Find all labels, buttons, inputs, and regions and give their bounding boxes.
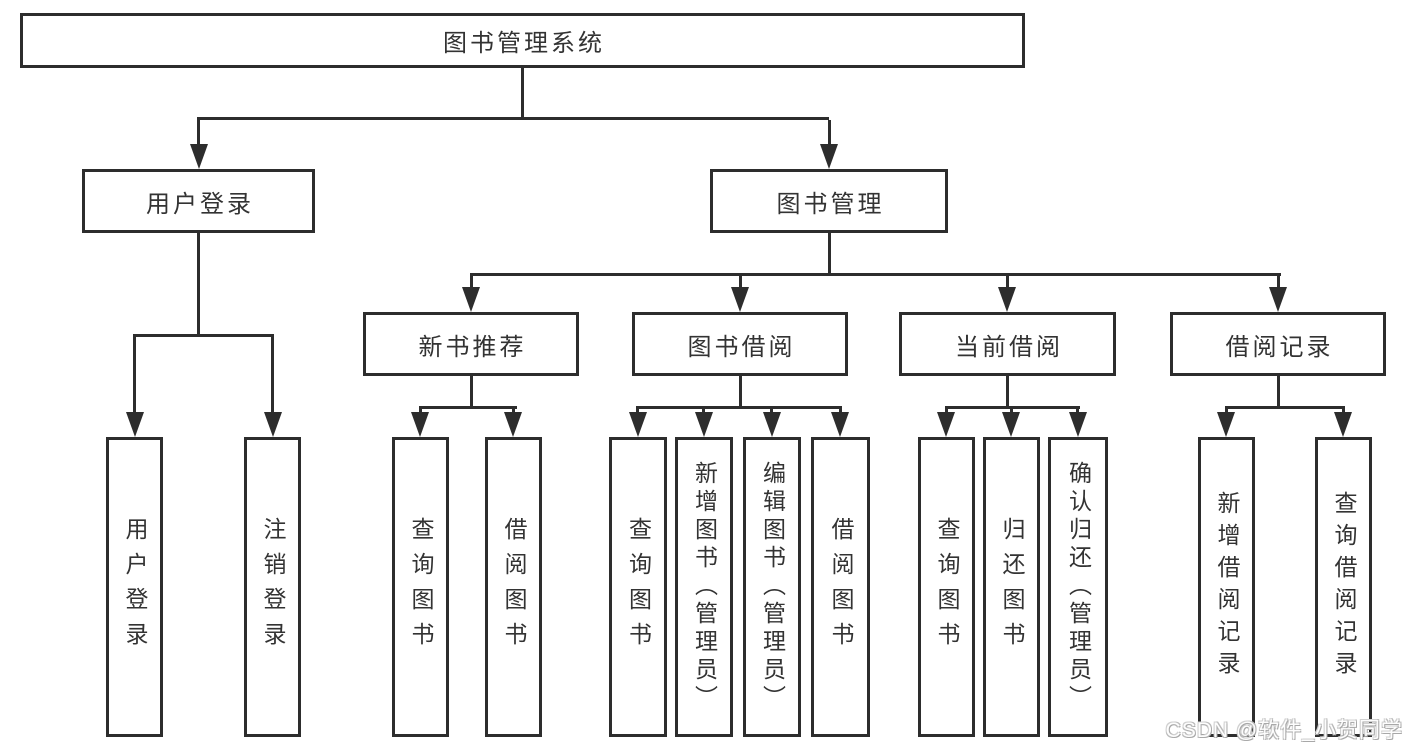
connector-line: [1006, 276, 1009, 290]
arrow-down-icon: [462, 287, 480, 312]
connector-line: [1277, 276, 1280, 290]
csdn-watermark: CSDN @软件_小贺同学: [1165, 719, 1403, 742]
leaf-label: 归还图书: [999, 517, 1025, 657]
connector-line: [521, 68, 524, 120]
connector-line: [636, 406, 842, 409]
arrow-down-icon: [998, 287, 1016, 312]
arrow-down-icon: [820, 144, 838, 169]
connector-line: [470, 276, 473, 290]
connector-line: [1277, 376, 1280, 409]
leaf-label: 借阅图书: [828, 517, 854, 657]
leaf-return-book: 归还图书: [983, 437, 1040, 737]
arrow-down-icon: [1002, 412, 1020, 437]
arrow-down-icon: [190, 144, 208, 169]
arrow-down-icon: [1217, 412, 1235, 437]
node-new-book-recommend: 新书推荐: [363, 312, 579, 376]
node-label: 借阅记录: [1225, 333, 1334, 361]
connector-line: [197, 120, 200, 148]
node-borrowing-records: 借阅记录: [1170, 312, 1386, 376]
connector-line: [470, 376, 473, 409]
leaf-borrow-books-recommend: 借阅图书: [485, 437, 542, 737]
node-label: 图书借阅: [687, 333, 796, 361]
connector-line: [945, 406, 1080, 409]
connector-line: [197, 233, 200, 337]
connector-line: [133, 337, 136, 415]
arrow-down-icon: [1269, 287, 1287, 312]
leaf-user-login: 用户登录: [106, 437, 163, 737]
connector-line: [1225, 406, 1345, 409]
connector-line: [828, 233, 831, 276]
arrow-down-icon: [937, 412, 955, 437]
connector-line: [419, 406, 517, 409]
arrow-down-icon: [629, 412, 647, 437]
leaf-query-books-current: 查询图书: [918, 437, 975, 737]
leaf-add-book-admin: 新增图书（管理员）: [675, 437, 733, 737]
node-book-borrowing: 图书借阅: [632, 312, 848, 376]
arrow-down-icon: [763, 412, 781, 437]
leaf-label: 用户登录: [122, 517, 148, 657]
connector-line: [828, 120, 831, 148]
leaf-label: 注销登录: [260, 517, 286, 657]
node-book-management-system: 图书管理系统: [20, 13, 1025, 68]
arrow-down-icon: [831, 412, 849, 437]
leaf-confirm-return-admin: 确认归还（管理员）: [1048, 437, 1108, 737]
leaf-query-borrow-record: 查询借阅记录: [1315, 437, 1372, 737]
connector-line: [739, 276, 742, 290]
leaf-query-books-borrow: 查询图书: [609, 437, 667, 737]
connector-line: [133, 334, 274, 337]
arrow-down-icon: [1069, 412, 1087, 437]
arrow-down-icon: [411, 412, 429, 437]
connector-line: [739, 376, 742, 409]
leaf-borrow-books-borrow: 借阅图书: [811, 437, 870, 737]
node-current-borrowing: 当前借阅: [899, 312, 1116, 376]
arrow-down-icon: [504, 412, 522, 437]
arrow-down-icon: [126, 412, 144, 437]
leaf-add-borrow-record: 新增借阅记录: [1198, 437, 1255, 737]
node-book-management: 图书管理: [710, 169, 948, 233]
leaf-label: 借阅图书: [501, 517, 527, 657]
leaf-label: 新增图书（管理员）: [691, 461, 718, 713]
leaf-label: 查询图书: [408, 517, 434, 657]
arrow-down-icon: [1334, 412, 1352, 437]
node-label: 当前借阅: [955, 333, 1063, 361]
node-user-login: 用户登录: [82, 169, 315, 233]
leaf-label: 查询图书: [625, 517, 652, 657]
node-label: 图书管理: [776, 190, 885, 218]
leaf-label: 查询图书: [934, 517, 960, 657]
connector-line: [470, 273, 1281, 276]
leaf-label: 确认归还（管理员）: [1065, 461, 1092, 713]
leaf-label: 新增借阅记录: [1214, 491, 1240, 683]
connector-line: [271, 337, 274, 415]
node-label: 用户登录: [146, 190, 254, 218]
leaf-query-books-recommend: 查询图书: [392, 437, 449, 737]
leaf-edit-book-admin: 编辑图书（管理员）: [743, 437, 801, 737]
node-label: 新书推荐: [418, 333, 527, 361]
connector-line: [1006, 376, 1009, 409]
connector-line: [197, 117, 829, 120]
arrow-down-icon: [695, 412, 713, 437]
arrow-down-icon: [264, 412, 282, 437]
node-label: 图书管理系统: [443, 30, 605, 57]
leaf-label: 查询借阅记录: [1331, 491, 1357, 683]
leaf-logout: 注销登录: [244, 437, 301, 737]
leaf-label: 编辑图书（管理员）: [759, 461, 786, 713]
arrow-down-icon: [731, 287, 749, 312]
